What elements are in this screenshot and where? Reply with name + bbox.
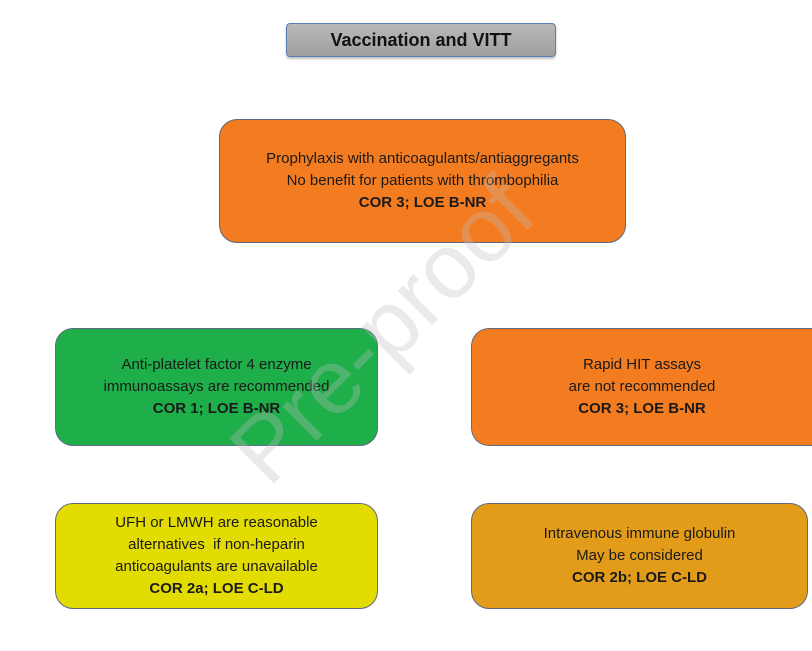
prophylaxis-line-2: No benefit for patients with thrombophil…	[286, 172, 559, 189]
hit-line-1: Rapid HIT assays	[582, 356, 702, 373]
ufh-lmwh-box: UFH or LMWH are reasonable alternatives …	[55, 503, 378, 609]
ivig-line-2: May be considered	[576, 547, 703, 564]
pf4-line-1: Anti-platelet factor 4 enzyme	[121, 356, 312, 373]
title-box: Vaccination and VITT	[286, 23, 556, 57]
ivig-box: Intravenous immune globulin May be consi…	[471, 503, 808, 609]
ivig-rating: COR 2b; LOE C-LD	[572, 569, 707, 586]
ufh-line-1: UFH or LMWH are reasonable	[115, 514, 318, 531]
hit-line-2: are not recommended	[568, 378, 716, 395]
pf4-line-2: immunoassays are recommended	[103, 378, 330, 395]
hit-assay-box: Rapid HIT assays are not recommended COR…	[471, 328, 812, 446]
hit-rating: COR 3; LOE B-NR	[578, 400, 706, 417]
ufh-rating: COR 2a; LOE C-LD	[149, 580, 284, 597]
ivig-line-1: Intravenous immune globulin	[543, 525, 736, 542]
pf4-rating: COR 1; LOE B-NR	[152, 400, 281, 417]
diagram-title: Vaccination and VITT	[330, 29, 512, 50]
pf4-assay-box: Anti-platelet factor 4 enzyme immunoassa…	[55, 328, 378, 446]
ufh-line-2: alternatives if non-heparin	[128, 536, 305, 553]
prophylaxis-line-1: Prophylaxis with anticoagulants/antiaggr…	[266, 150, 579, 167]
prophylaxis-box: Prophylaxis with anticoagulants/antiaggr…	[219, 119, 626, 243]
ufh-line-3: anticoagulants are unavailable	[115, 558, 318, 575]
prophylaxis-rating: COR 3; LOE B-NR	[358, 194, 487, 211]
